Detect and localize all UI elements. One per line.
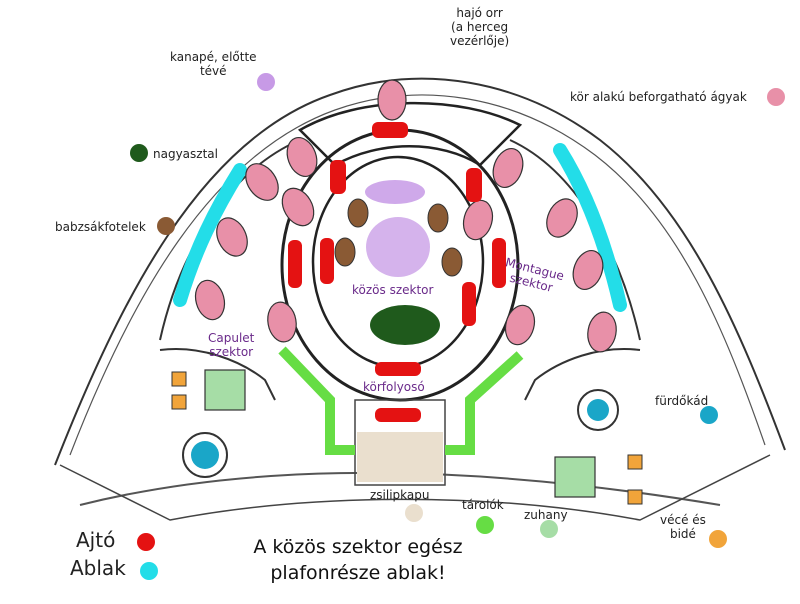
big-table (370, 305, 440, 345)
legend-door-label: Ajtó (76, 528, 116, 552)
storage-right (445, 351, 524, 455)
montague-bottom-wall (524, 348, 641, 401)
toilet-2 (627, 454, 643, 470)
label-hajo-orr-line3: vezérlője) (450, 34, 510, 48)
dot-tarolok (476, 516, 494, 534)
hull-inner-outline (69, 94, 766, 456)
bed-4 (194, 279, 226, 321)
tv-lounge (366, 217, 430, 277)
bed-11 (587, 311, 617, 353)
label-vece-line2: bidé (669, 527, 696, 541)
bed-12 (377, 79, 407, 121)
label-vece: vécé és bidé (660, 513, 706, 541)
label-korfolyoso: körfolyosó (363, 380, 425, 394)
door-3 (288, 240, 302, 288)
dot-babzsak (157, 217, 175, 235)
window-montague (553, 143, 627, 312)
label-zsilipkapu: zsilipkapu (370, 488, 430, 502)
dot-kanape (257, 73, 275, 91)
legend-window-label: Ablak (70, 556, 126, 580)
ceiling-note-line1: A közös szektor egész (253, 536, 463, 558)
label-zuhany: zuhany (524, 508, 568, 522)
label-furdokad: fürdőkád (655, 394, 709, 408)
airlock-fill (357, 432, 443, 482)
ceiling-note-line2: plafonrésze ablak! (270, 562, 446, 584)
label-capulet-line1: Capulet (208, 331, 255, 345)
bathtub-right (587, 399, 609, 421)
airlock-bay (354, 399, 446, 486)
toilet-1 (171, 394, 187, 410)
bed-5 (267, 301, 297, 343)
label-tarolok: tárolók (462, 498, 504, 512)
beanbag-2 (334, 237, 356, 267)
storage-left (278, 346, 355, 455)
bathtub-left (191, 441, 219, 469)
bed-2 (216, 217, 248, 257)
dot-agyak (767, 88, 785, 106)
nose-room (297, 101, 523, 167)
bed-3 (281, 187, 315, 227)
label-hajo-orr-line1: hajó orr (456, 6, 503, 20)
dot-nagyasztal (130, 144, 148, 162)
shower-right (554, 456, 596, 498)
door-2 (466, 168, 482, 202)
beanbag-3 (441, 247, 463, 277)
hull-bottom-arc (79, 471, 721, 506)
couch (365, 180, 425, 204)
toilet-3 (627, 489, 643, 505)
dot-zsilipkapu (405, 504, 423, 522)
label-vece-line1: vécé és (660, 513, 706, 527)
bed-6 (492, 148, 524, 188)
shower-left (204, 369, 246, 411)
door-4 (320, 238, 334, 284)
bed-10 (504, 304, 536, 346)
door-0 (372, 122, 408, 138)
label-nagyasztal: nagyasztal (153, 147, 218, 161)
bed-7 (462, 199, 494, 241)
door-7 (375, 362, 421, 376)
hull-outline (54, 77, 786, 466)
label-agyak: kör alakú beforgatható ágyak (570, 90, 747, 104)
door-8 (375, 408, 421, 422)
label-capulet-line2: szektor (209, 345, 254, 359)
legend-window-swatch (140, 562, 158, 580)
beanbag-0 (347, 198, 369, 228)
label-hajo-orr-line2: (a herceg (451, 20, 509, 34)
bed-1 (286, 137, 318, 177)
dot-furdokad (700, 406, 718, 424)
ceiling-note: A közös szektor egész plafonrésze ablak! (218, 534, 498, 586)
capulet-bottom-wall (159, 348, 276, 401)
beanbag-1 (427, 203, 449, 233)
label-kanape-line2: tévé (199, 64, 227, 78)
label-hajo-orr: hajó orr (a herceg vezérlője) (450, 6, 509, 48)
toilet-0 (171, 371, 187, 387)
bed-0 (245, 163, 279, 201)
bed-8 (546, 198, 578, 238)
label-babzsak: babzsákfotelek (55, 220, 146, 234)
door-1 (330, 160, 346, 194)
legend-door-swatch (137, 533, 155, 551)
bed-9 (572, 250, 604, 290)
dot-zuhany (540, 520, 558, 538)
bathtub-right-rim (577, 389, 619, 431)
label-capulet: Capulet szektor (208, 331, 254, 359)
label-kanape-line1: kanapé, előtte (170, 50, 257, 64)
bathtub-left-rim (182, 432, 228, 478)
door-5 (462, 282, 476, 326)
door-6 (492, 238, 506, 288)
window-capulet (173, 163, 247, 307)
dot-vece (709, 530, 727, 548)
hull-base (59, 454, 771, 521)
label-kanape: kanapé, előtte tévé (170, 50, 257, 78)
label-kozos: közös szektor (352, 283, 434, 297)
